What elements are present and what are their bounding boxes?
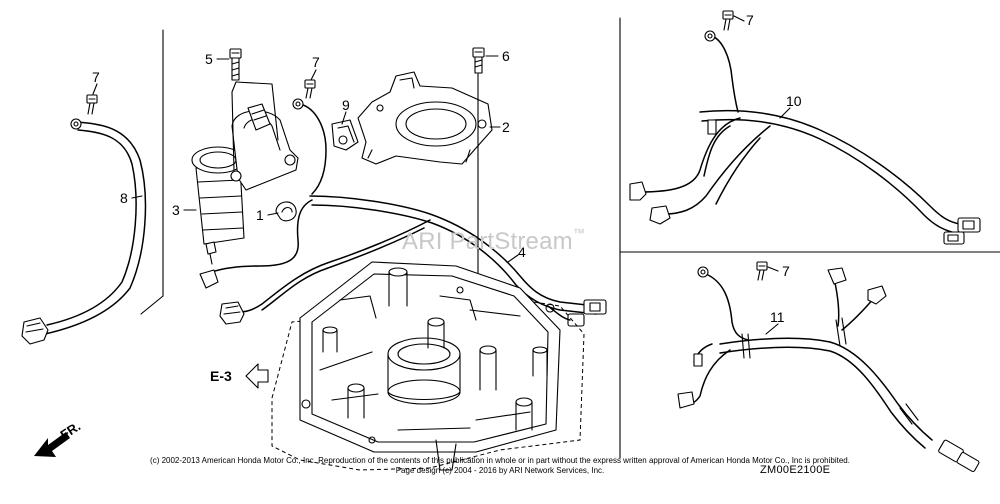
callout-11: 11: [770, 309, 785, 325]
part-11-harness[interactable]: [677, 266, 980, 473]
callout-2: 2: [502, 119, 510, 135]
section-label: E-3: [210, 368, 232, 384]
callout-10: 10: [786, 93, 802, 109]
part-2-mounting-plate[interactable]: [357, 71, 493, 165]
footer-copyright: (c) 2002-2013 American Honda Motor Co., …: [150, 456, 850, 465]
bolt-7-left[interactable]: [86, 94, 98, 115]
part-3-starter-motor[interactable]: [191, 103, 299, 265]
callout-7-top-right: 7: [746, 12, 754, 28]
part-10-harness[interactable]: [629, 30, 981, 245]
callout-1: 1: [256, 207, 264, 223]
bolt-7-center[interactable]: [304, 79, 316, 99]
part-8-ground-cable[interactable]: [21, 118, 147, 345]
watermark-text: ARI PartStream: [402, 228, 573, 255]
engine-case: [271, 261, 585, 471]
callout-5: 5: [205, 51, 213, 67]
watermark: ARI PartStream™: [402, 226, 585, 256]
callout-7-left: 7: [92, 69, 100, 85]
callout-4: 4: [518, 244, 526, 260]
drawing-code: ZM00E2100E: [760, 464, 831, 476]
bolt-5[interactable]: [229, 48, 242, 81]
callout-3: 3: [172, 202, 180, 218]
section-reference-arrow[interactable]: E-3: [210, 363, 269, 389]
callout-7-center: 7: [312, 54, 320, 70]
bolt-6[interactable]: [472, 47, 485, 74]
bolt-7-top-right[interactable]: [722, 10, 734, 31]
part-9-clamp[interactable]: [331, 119, 359, 151]
callout-7-bottom-right: 7: [782, 263, 790, 279]
callout-8: 8: [120, 190, 128, 206]
bolt-7-bottom-right[interactable]: [756, 261, 768, 281]
trademark-symbol: ™: [572, 226, 586, 240]
callout-9: 9: [342, 97, 350, 113]
front-direction-arrow: FR.: [34, 419, 83, 457]
footer-page-design: Page design (c) 2004 - 2016 by ARI Netwo…: [395, 466, 605, 475]
part-1-clip[interactable]: [275, 201, 297, 222]
callout-numbers: 1 2 3 4 5 6 7 7 7 7 8 9 10 11: [92, 12, 802, 325]
frame-lines: [140, 17, 1000, 459]
part-4-starter-cable[interactable]: [199, 98, 607, 327]
callout-leaders: [92, 15, 791, 335]
callout-6: 6: [502, 48, 510, 64]
